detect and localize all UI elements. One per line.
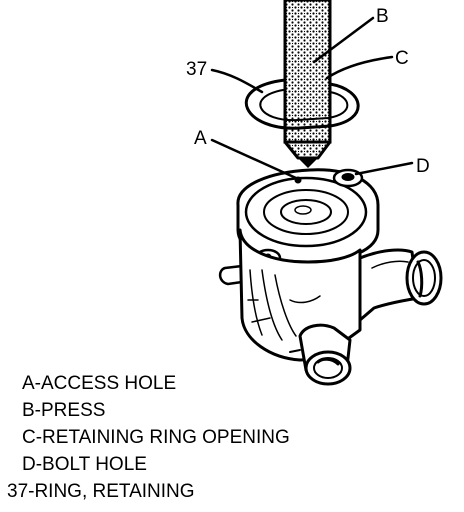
legend-item-a: A-ACCESS HOLE — [22, 373, 177, 394]
leader-d — [354, 161, 414, 176]
leader-lines — [210, 16, 414, 180]
callout-c-label: C — [395, 48, 409, 69]
leader-b — [312, 16, 375, 64]
leader-37 — [210, 68, 264, 94]
callout-a-label: A — [194, 128, 207, 149]
leader-c — [325, 55, 394, 80]
legend-item-d: D-BOLT HOLE — [22, 454, 147, 475]
press-tool — [283, 0, 332, 168]
callout-d-label: D — [416, 156, 430, 177]
parts-legend: A-ACCESS HOLE B-PRESS C-RETAINING RING O… — [0, 370, 464, 505]
leader-a — [210, 138, 298, 180]
callout-37-label: 37 — [186, 59, 207, 80]
retaining-ring — [244, 78, 360, 130]
legend-item-c: C-RETAINING RING OPENING — [22, 427, 290, 448]
pump-body — [218, 168, 443, 386]
legend-item-b: B-PRESS — [22, 400, 106, 421]
callout-b-label: B — [376, 6, 389, 27]
legend-item-37: 37-RING, RETAINING — [7, 481, 195, 502]
